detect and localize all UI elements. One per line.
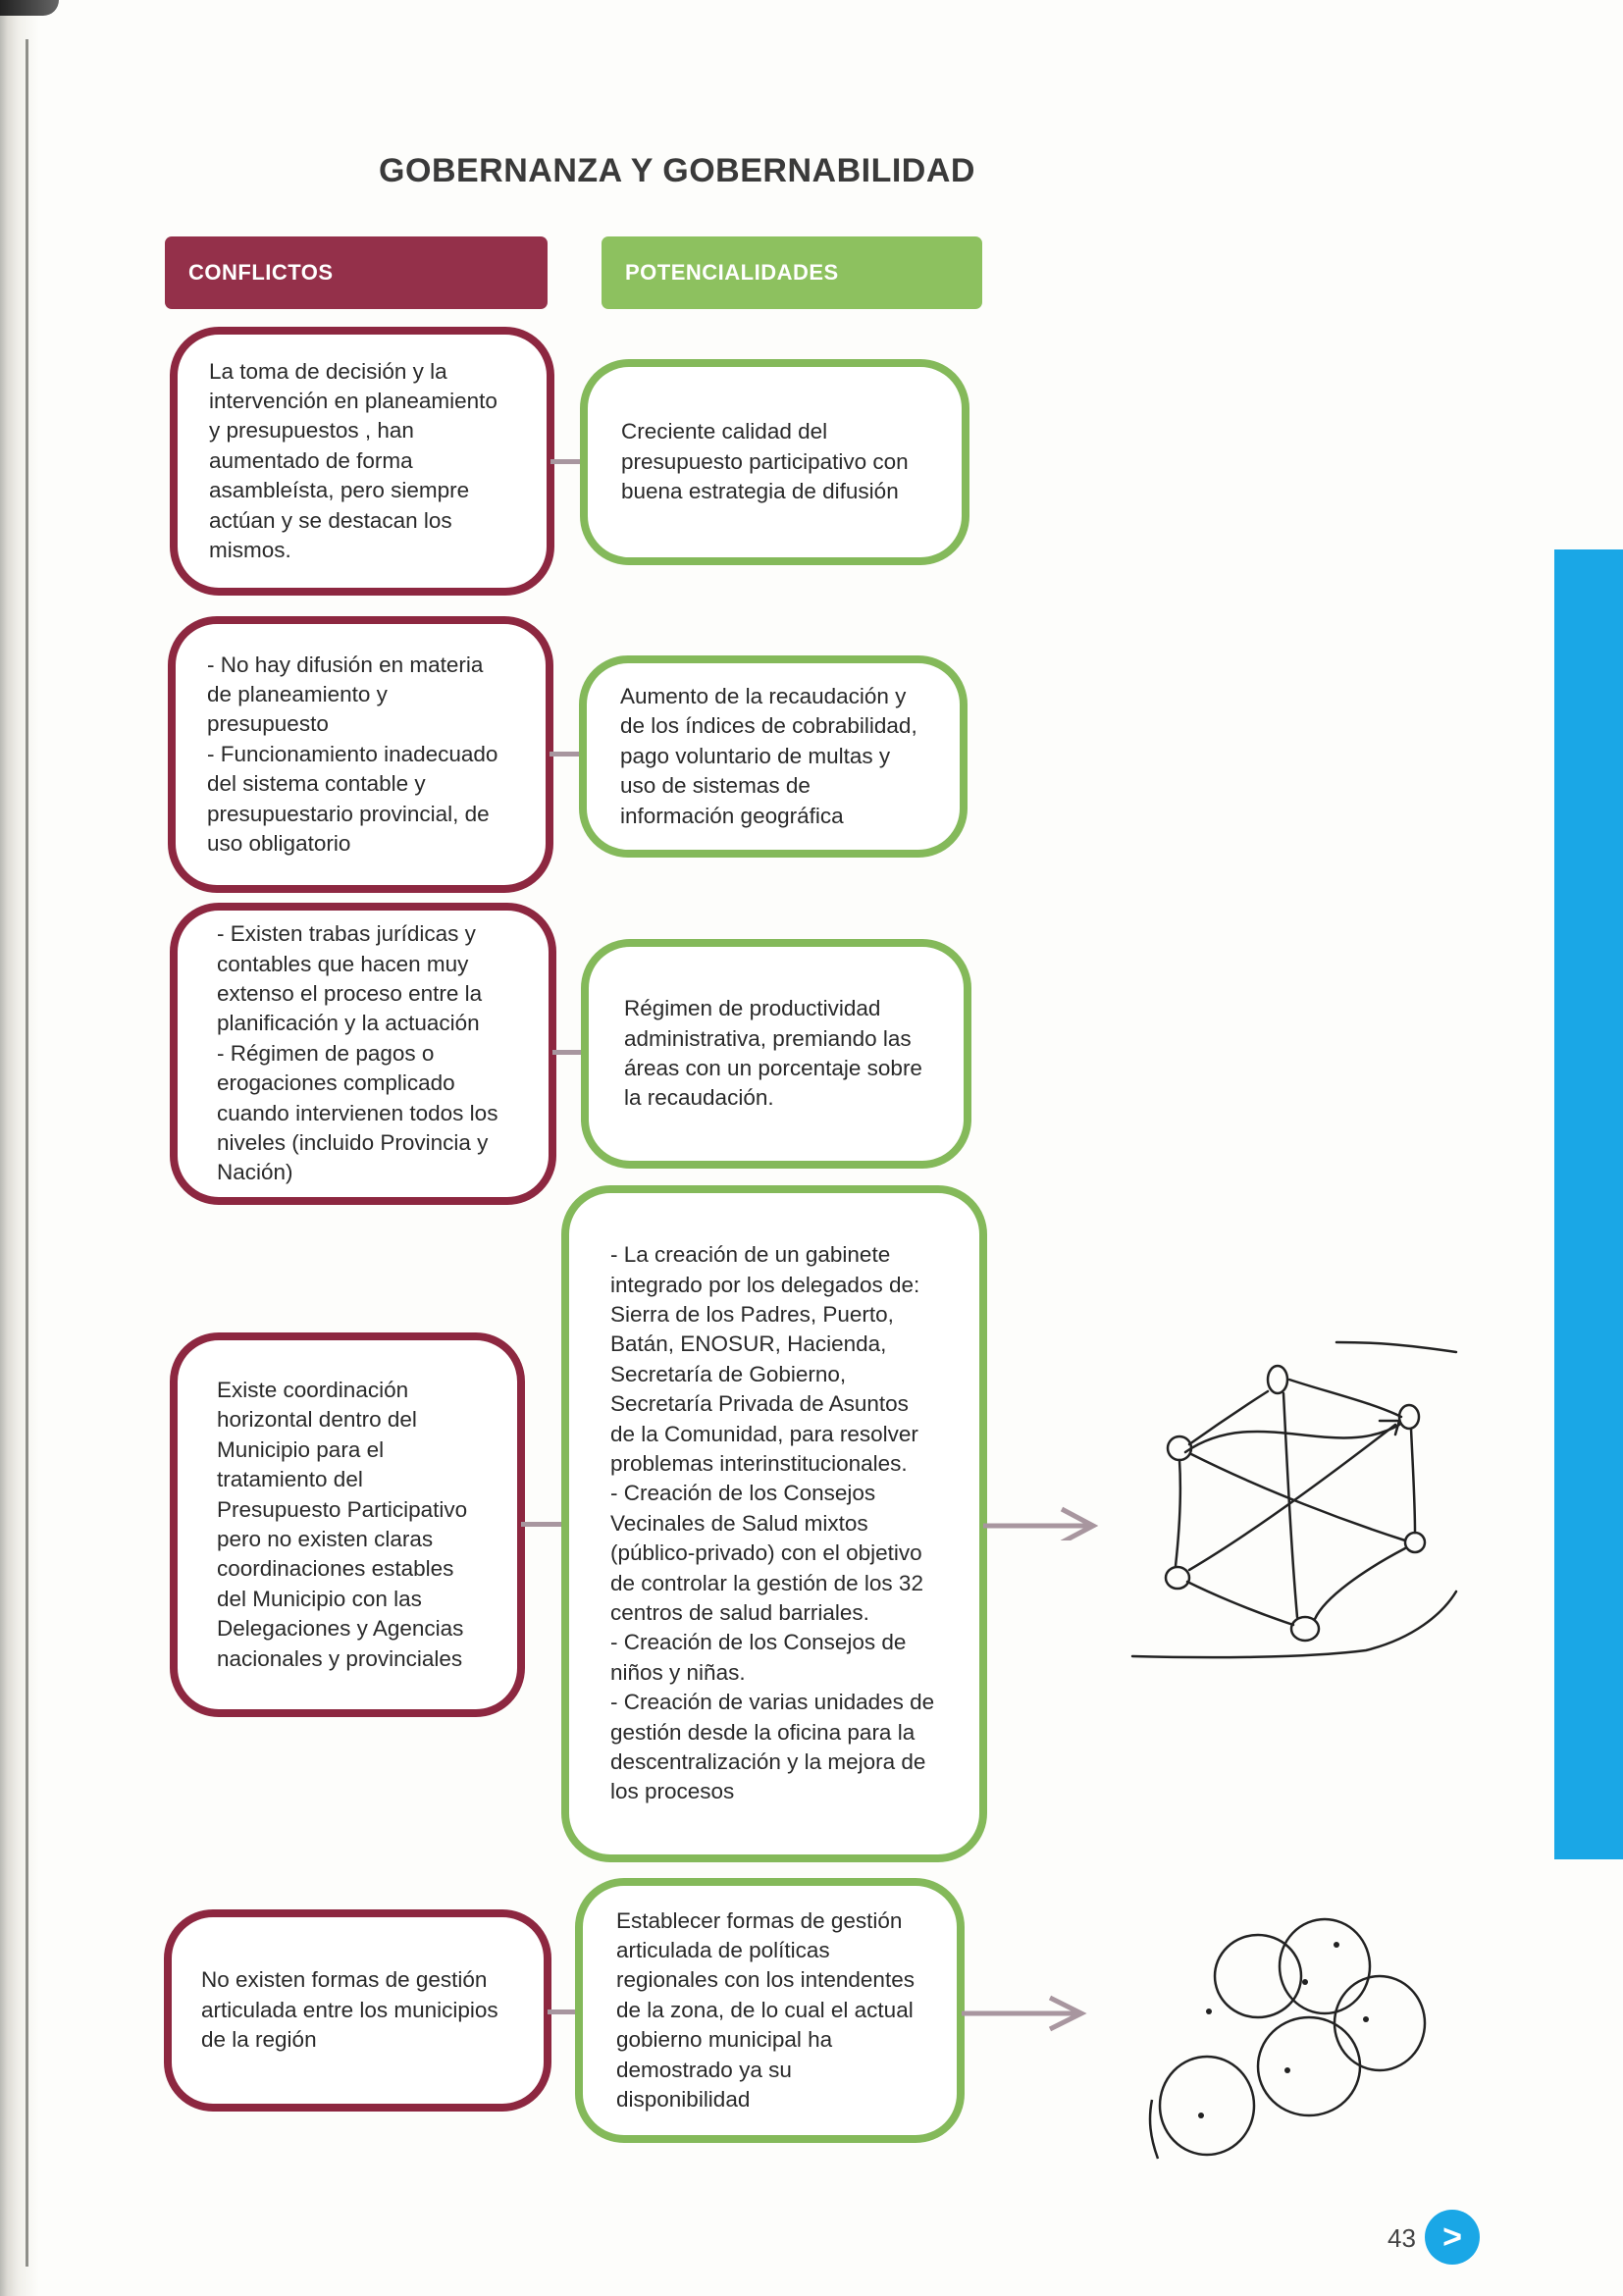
page-title: GOBERNANZA Y GOBERNABILIDAD <box>294 152 1060 190</box>
arrow-right-icon <box>960 1992 1097 2035</box>
arrow-right-icon <box>981 1501 1109 1540</box>
connector <box>521 1522 566 1527</box>
potential-text: Régimen de productividad administrativa,… <box>624 994 922 1114</box>
network-sketch-icon <box>1128 1334 1462 1668</box>
conflict-text: - No hay difusión en materia de planeami… <box>207 651 497 860</box>
potential-text: Aumento de la recaudación y de los índic… <box>620 682 917 831</box>
potential-box: Establecer formas de gestión articulada … <box>575 1878 965 2143</box>
header-potentials: POTENCIALIDADES <box>602 236 982 309</box>
potential-box: Aumento de la recaudación y de los índic… <box>579 655 968 858</box>
page-corner-shadow <box>0 0 59 16</box>
next-page-button[interactable]: > <box>1425 2210 1480 2265</box>
conflict-text: - Existen trabas jurídicas y contables q… <box>217 919 497 1188</box>
conflict-box: - Existen trabas jurídicas y contables q… <box>170 903 556 1205</box>
page-number: 43 <box>1387 2223 1416 2254</box>
conflict-box: Existe coordinación horizontal dentro de… <box>170 1332 525 1717</box>
conflict-text: Existe coordinación horizontal dentro de… <box>217 1376 467 1674</box>
potential-text: Establecer formas de gestión articulada … <box>616 1906 915 2115</box>
header-conflicts: CONFLICTOS <box>165 236 548 309</box>
side-accent-bar <box>1554 549 1623 1859</box>
potential-text: - La creación de un gabinete integrado p… <box>610 1240 934 1807</box>
circles-sketch-icon <box>1138 1913 1433 2168</box>
chevron-right-icon: > <box>1442 2218 1462 2257</box>
conflict-box: No existen formas de gestión articulada … <box>164 1909 551 2112</box>
conflict-text: No existen formas de gestión articulada … <box>201 1965 498 2055</box>
gutter-line <box>26 39 28 2267</box>
potential-text: Creciente calidad del presupuesto partic… <box>621 417 909 506</box>
potential-box: Régimen de productividad administrativa,… <box>581 939 971 1169</box>
conflict-text: La toma de decisión y la intervención en… <box>209 357 497 566</box>
potential-box: Creciente calidad del presupuesto partic… <box>580 359 969 565</box>
potential-box: - La creación de un gabinete integrado p… <box>561 1185 987 1862</box>
book-gutter <box>0 0 39 2296</box>
conflict-box: La toma de decisión y la intervención en… <box>170 327 554 596</box>
conflict-box: - No hay difusión en materia de planeami… <box>168 616 553 893</box>
